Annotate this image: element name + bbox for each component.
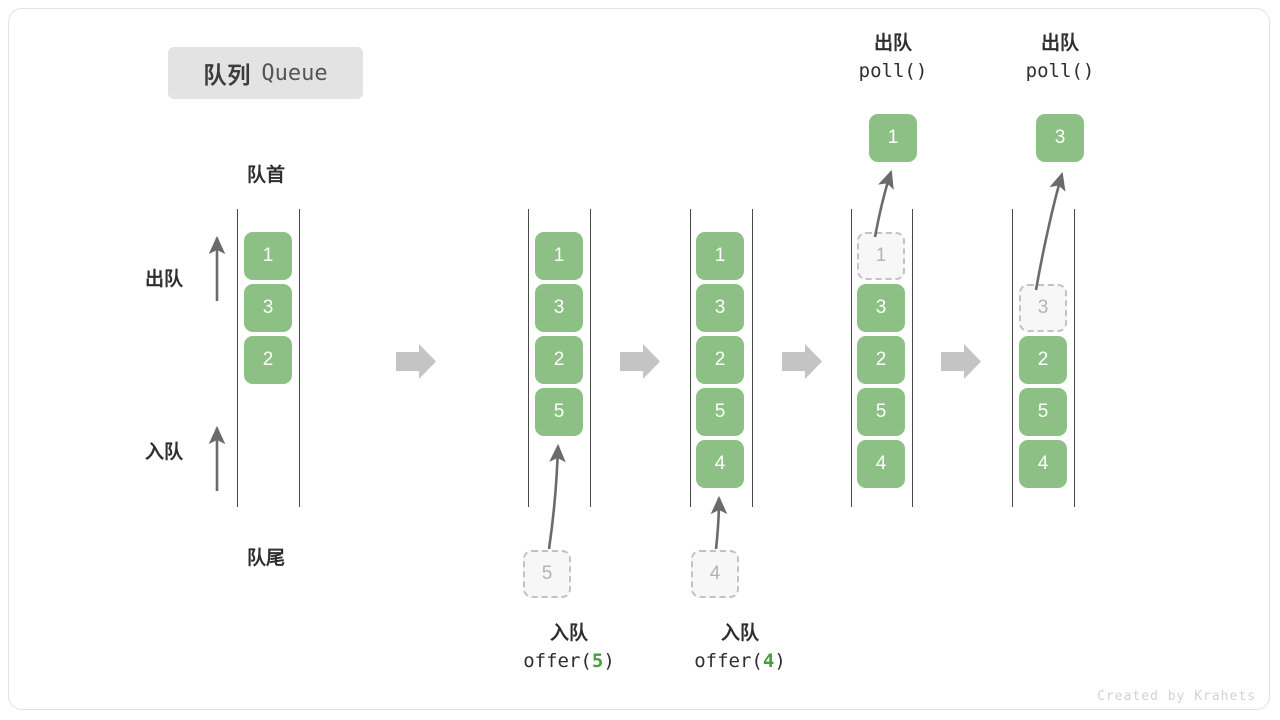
- watermark: Created by Krahets: [1097, 689, 1256, 704]
- stage-caption-cn: 入队: [720, 623, 760, 644]
- code-prefix: offer(: [694, 649, 763, 672]
- enqueue-curve-arrow-icon: [547, 443, 566, 550]
- queue-cell: 4: [1019, 440, 1067, 488]
- queue-cell-ghost: 3: [1019, 284, 1067, 332]
- stage-caption-poll-3: 出队 poll(): [1026, 30, 1095, 85]
- title-badge-cn: 队列: [203, 62, 252, 88]
- dequeue-curve-arrow-icon: [873, 170, 894, 238]
- incoming-ghost-cell: 5: [523, 550, 571, 598]
- queue-cell: 2: [535, 336, 583, 384]
- polled-cell: 1: [869, 114, 917, 162]
- queue-rail-right-5: [1074, 209, 1075, 507]
- step-arrow-icon: [941, 344, 981, 379]
- queue-cell: 4: [696, 440, 744, 488]
- code-value: 5: [591, 649, 604, 672]
- queue-rail-right-4: [912, 209, 913, 507]
- queue-cell: 1: [535, 232, 583, 280]
- queue-cell: 5: [696, 388, 744, 436]
- stage-caption-offer-4: 入队 offer(4): [694, 620, 786, 675]
- queue-rail-left-3: [690, 209, 691, 507]
- label-enqueue-direction: 入队: [145, 442, 184, 463]
- queue-rail-left-5: [1012, 209, 1013, 507]
- stage-caption-code: offer(4): [694, 648, 786, 676]
- queue-cell: 3: [857, 284, 905, 332]
- stage-caption-cn: 出队: [1040, 33, 1080, 54]
- stage-caption-cn: 入队: [549, 623, 589, 644]
- queue-cell: 1: [696, 232, 744, 280]
- queue-rail-right-3: [752, 209, 753, 507]
- step-arrow-icon: [396, 344, 436, 379]
- queue-cell: 5: [857, 388, 905, 436]
- queue-cell: 2: [857, 336, 905, 384]
- code-suffix: ): [774, 649, 786, 672]
- queue-cell: 2: [244, 336, 292, 384]
- stage-caption-code: offer(5): [523, 648, 615, 676]
- stage-caption-code: poll(): [858, 59, 928, 82]
- queue-rail-right-2: [590, 209, 591, 507]
- queue-cell: 5: [535, 388, 583, 436]
- code-prefix: offer(: [523, 649, 592, 672]
- label-dequeue-direction: 出队: [145, 269, 184, 290]
- stage-caption-offer-5: 入队 offer(5): [523, 620, 615, 675]
- title-badge: 队列 Queue: [168, 47, 363, 99]
- queue-cell: 2: [1019, 336, 1067, 384]
- code-suffix: ): [603, 649, 615, 672]
- stage-caption-poll-1: 出队 poll(): [859, 30, 928, 85]
- incoming-ghost-cell: 4: [691, 550, 739, 598]
- queue-cell-ghost: 1: [857, 232, 905, 280]
- step-arrow-icon: [782, 344, 822, 379]
- stage-caption-code: poll(): [1025, 59, 1095, 82]
- queue-rail-left-1: [237, 209, 238, 507]
- code-value: 4: [762, 649, 775, 672]
- queue-rail-left-2: [528, 209, 529, 507]
- queue-rail-left-4: [851, 209, 852, 507]
- label-queue-rear: 队尾: [246, 548, 286, 569]
- dequeue-curve-arrow-icon: [1034, 172, 1066, 291]
- queue-cell: 3: [696, 284, 744, 332]
- queue-rail-right-1: [299, 209, 300, 507]
- queue-cell: 3: [244, 284, 292, 332]
- polled-cell: 3: [1036, 114, 1084, 162]
- queue-cell: 4: [857, 440, 905, 488]
- stage-caption-cn: 出队: [873, 33, 913, 54]
- title-badge-en: Queue: [261, 60, 328, 86]
- queue-cell: 2: [696, 336, 744, 384]
- step-arrow-icon: [620, 344, 660, 379]
- queue-cell: 1: [244, 232, 292, 280]
- queue-cell: 3: [535, 284, 583, 332]
- enqueue-curve-arrow-icon: [710, 495, 728, 550]
- queue-cell: 5: [1019, 388, 1067, 436]
- label-queue-front: 队首: [246, 165, 286, 186]
